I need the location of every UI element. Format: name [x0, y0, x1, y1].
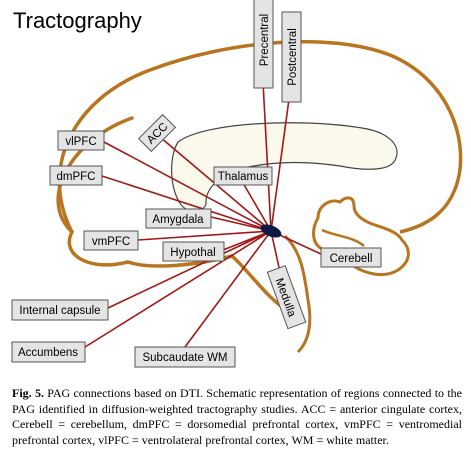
label-amygdala: Amygdala [145, 208, 212, 229]
label-accumbens-box [11, 341, 86, 363]
label-thalamus: Thalamus [213, 166, 273, 186]
label-amygdala-text: Amygdala [152, 214, 204, 226]
label-vmpfc-box [83, 230, 139, 251]
label-vmpfc-text: vmPFC [92, 236, 130, 248]
label-precentral-text: Precentral [259, 14, 271, 66]
label-amygdala-box [145, 208, 212, 229]
label-vmpfc: vmPFC [83, 230, 139, 251]
label-postcentral-text: Postcentral [287, 28, 299, 86]
label-precentral-box [253, 0, 274, 89]
tract-thalamus [242, 182, 272, 232]
tract-vmpfc [137, 230, 272, 241]
tract-lines [84, 81, 322, 348]
label-subcaudate-wm: Subcaudate WM [134, 346, 236, 368]
label-hypothal: Hypothal [162, 241, 225, 262]
label-dmpfc: dmPFC [49, 165, 103, 186]
label-subcaudate-wm-text: Subcaudate WM [142, 352, 227, 364]
tract-subcaudate-wm [184, 230, 272, 348]
label-vlpfc-text: vlPFC [65, 136, 96, 148]
tract-vlpfc [103, 141, 272, 232]
cerebellum-outline [312, 196, 410, 276]
label-precentral: Precentral [253, 0, 274, 89]
tract-internal-capsule [107, 230, 272, 309]
label-hypothal-box [162, 241, 225, 262]
tract-dmpfc [101, 175, 272, 232]
caption-text: PAG connections based on DTI. Schematic … [12, 386, 462, 447]
label-thalamus-box [213, 166, 273, 186]
label-vlpfc-box [57, 130, 105, 151]
label-dmpfc-text: dmPFC [57, 171, 96, 183]
label-accumbens-text: Accumbens [18, 347, 78, 359]
brainstem-outline [283, 234, 312, 354]
caption-figure-label: Fig. 5. [12, 386, 44, 400]
pag-node [260, 224, 282, 238]
label-acc-box [137, 113, 177, 153]
diagram-title: Tractography [13, 8, 142, 33]
label-cerebell-text: Cerebell [330, 253, 373, 265]
label-medulla-box [266, 265, 307, 330]
figure-caption: Fig. 5. PAG connections based on DTI. Sc… [12, 386, 462, 448]
brain-outline-dorsal [57, 39, 463, 234]
label-thalamus-text: Thalamus [218, 171, 269, 183]
cerebellum-fold [321, 228, 365, 247]
label-dmpfc-box [49, 165, 103, 186]
label-vlpfc: vlPFC [57, 130, 105, 151]
label-postcentral: Postcentral [281, 11, 302, 103]
label-internal-capsule-box [11, 299, 109, 321]
tract-precentral [262, 81, 272, 232]
tract-medulla [270, 230, 281, 273]
label-internal-capsule: Internal capsule [11, 299, 109, 321]
brain-outline [56, 116, 234, 268]
label-postcentral-box [281, 11, 302, 103]
tract-accumbens [84, 230, 272, 348]
label-hypothal-text: Hypothal [170, 247, 215, 259]
label-accumbens: Accumbens [11, 341, 86, 363]
label-cerebell-box [320, 247, 382, 268]
label-internal-capsule-text: Internal capsule [19, 305, 100, 317]
label-subcaudate-wm-box [134, 346, 236, 368]
label-cerebell: Cerebell [320, 247, 382, 268]
diagram-canvas: Precentral Postcentral ACC vlPFC dmPFC T… [11, 0, 463, 368]
tract-postcentral [270, 91, 291, 232]
